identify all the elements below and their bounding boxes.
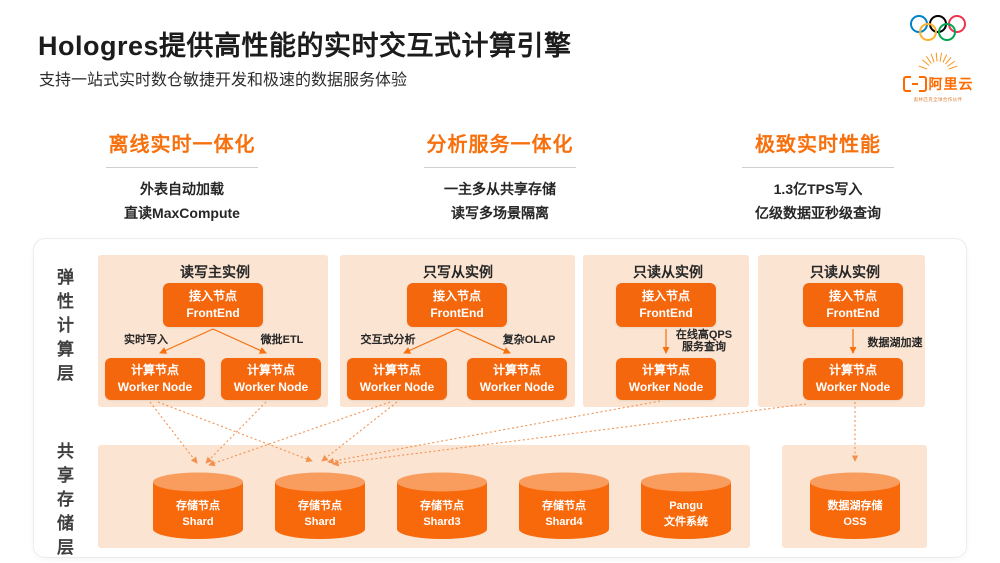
cylinder-icon xyxy=(397,472,487,539)
logo-rays-icon xyxy=(918,52,958,70)
node-line2: FrontEnd xyxy=(826,306,880,320)
worker-node: 计算节点 Worker Node xyxy=(105,358,205,400)
node-line2: Worker Node xyxy=(117,380,193,394)
edge-label-complex-olap: 复杂OLAP xyxy=(502,334,556,346)
logo-dash xyxy=(911,82,918,86)
cylinder-icon xyxy=(275,472,365,539)
storage-shard-1: 存储节点 Shard xyxy=(152,472,244,540)
storage-shard-4: 存储节点 Shard4 xyxy=(518,472,610,540)
cyl-line2: OSS xyxy=(843,516,867,528)
storage-oss: 数据湖存储 OSS xyxy=(809,472,901,540)
edge-label-interactive-analysis: 交互式分析 xyxy=(360,334,416,346)
feature-divider xyxy=(106,167,258,168)
feature-line: 读写多场景隔离 xyxy=(451,205,549,221)
cylinder-icon xyxy=(153,472,243,539)
frontend-node: 接入节点 FrontEnd xyxy=(163,283,263,327)
page-title: Hologres提供高性能的实时交互式计算引擎 xyxy=(38,31,572,61)
feature-line: 直读MaxCompute xyxy=(124,205,240,221)
cylinder-icon xyxy=(641,472,731,539)
node-line1: 计算节点 xyxy=(130,363,179,377)
feature-line: 1.3亿TPS写入 xyxy=(773,181,863,197)
cyl-line1: 存储节点 xyxy=(176,500,220,512)
feature-divider xyxy=(742,167,894,168)
logo-bracket-left xyxy=(902,76,911,92)
cyl-line1: 数据湖存储 xyxy=(827,500,883,512)
edge-label-line1: 在线高QPS xyxy=(675,329,733,341)
cyl-line2: Shard xyxy=(182,516,214,528)
cylinder-icon xyxy=(810,472,900,539)
cyl-line1: 存储节点 xyxy=(420,500,464,512)
node-line2: Worker Node xyxy=(815,380,891,394)
edge-label-realtime-write: 实时写入 xyxy=(124,334,168,346)
node-line2: Worker Node xyxy=(479,380,555,394)
node-line1: 计算节点 xyxy=(828,363,877,377)
node-line2: FrontEnd xyxy=(430,306,484,320)
feature-title: 离线实时一体化 xyxy=(108,134,256,156)
olympic-rings-icon xyxy=(910,15,966,41)
feature-line: 一主多从共享存储 xyxy=(444,181,556,197)
edge-label-online-qps: 在线高QPS 服务查询 xyxy=(673,329,735,353)
node-line1: 接入节点 xyxy=(828,289,877,303)
node-line1: 接入节点 xyxy=(188,289,237,303)
node-line1: 计算节点 xyxy=(246,363,295,377)
alibaba-cloud-olympic-logo: 阿里云 奥林匹克全球合作伙伴 xyxy=(893,14,983,103)
logo-bracket-right xyxy=(918,76,927,92)
cyl-line1: Pangu xyxy=(669,500,703,512)
node-line2: FrontEnd xyxy=(639,306,693,320)
node-line2: Worker Node xyxy=(628,380,704,394)
cyl-line1: 存储节点 xyxy=(298,500,342,512)
node-line1: 计算节点 xyxy=(641,363,690,377)
feature-offline-realtime: 离线实时一体化 外表自动加载 直读MaxCompute xyxy=(82,128,282,225)
instance-title: 读写主实例 xyxy=(180,264,250,280)
edge-label-line2: 服务查询 xyxy=(682,341,726,353)
worker-node: 计算节点 Worker Node xyxy=(467,358,567,400)
node-line1: 计算节点 xyxy=(492,363,541,377)
node-line1: 计算节点 xyxy=(372,363,421,377)
feature-title: 分析服务一体化 xyxy=(426,134,574,156)
page-subtitle: 支持一站式实时数仓敏捷开发和极速的数据服务体验 xyxy=(39,72,408,89)
node-line1: 接入节点 xyxy=(641,289,690,303)
storage-shard-2: 存储节点 Shard xyxy=(274,472,366,540)
instance-title: 只读从实例 xyxy=(810,264,880,280)
frontend-node: 接入节点 FrontEnd xyxy=(407,283,507,327)
edge-label-datalake-acceleration: 数据湖加速 xyxy=(867,337,923,349)
worker-node: 计算节点 Worker Node xyxy=(347,358,447,400)
logo-tagline: 奥林匹克全球合作伙伴 xyxy=(913,97,963,103)
logo-brand-text: 阿里云 xyxy=(928,76,974,92)
feature-line: 亿级数据亚秒级查询 xyxy=(755,205,881,221)
layer-label-compute: 弹性计算层 xyxy=(54,268,73,388)
cyl-line2: Shard xyxy=(304,516,336,528)
cyl-line2: 文件系统 xyxy=(664,516,708,528)
frontend-node: 接入节点 FrontEnd xyxy=(616,283,716,327)
node-line2: Worker Node xyxy=(233,380,309,394)
instance-title: 只读从实例 xyxy=(633,264,703,280)
worker-node: 计算节点 Worker Node xyxy=(221,358,321,400)
cyl-line2: Shard3 xyxy=(423,516,461,528)
frontend-node: 接入节点 FrontEnd xyxy=(803,283,903,327)
node-line2: Worker Node xyxy=(359,380,435,394)
edge-label-micro-batch-etl: 微批ETL xyxy=(260,334,304,346)
storage-pangu: Pangu 文件系统 xyxy=(640,472,732,540)
feature-divider xyxy=(424,167,576,168)
layer-label-storage: 共享存储层 xyxy=(54,442,73,562)
cyl-line2: Shard4 xyxy=(545,516,583,528)
cyl-line1: 存储节点 xyxy=(542,500,586,512)
alibaba-cloud-logo-icon: 阿里云 xyxy=(893,74,983,94)
instance-title: 只写从实例 xyxy=(423,264,493,280)
node-line1: 接入节点 xyxy=(432,289,481,303)
feature-realtime-performance: 极致实时性能 1.3亿TPS写入 亿级数据亚秒级查询 xyxy=(718,128,918,225)
storage-shard-3: 存储节点 Shard3 xyxy=(396,472,488,540)
feature-line: 外表自动加载 xyxy=(140,181,224,197)
feature-analytics-serving: 分析服务一体化 一主多从共享存储 读写多场景隔离 xyxy=(400,128,600,225)
worker-node: 计算节点 Worker Node xyxy=(616,358,716,400)
node-line2: FrontEnd xyxy=(186,306,240,320)
worker-node: 计算节点 Worker Node xyxy=(803,358,903,400)
feature-title: 极致实时性能 xyxy=(755,134,881,156)
cylinder-icon xyxy=(519,472,609,539)
